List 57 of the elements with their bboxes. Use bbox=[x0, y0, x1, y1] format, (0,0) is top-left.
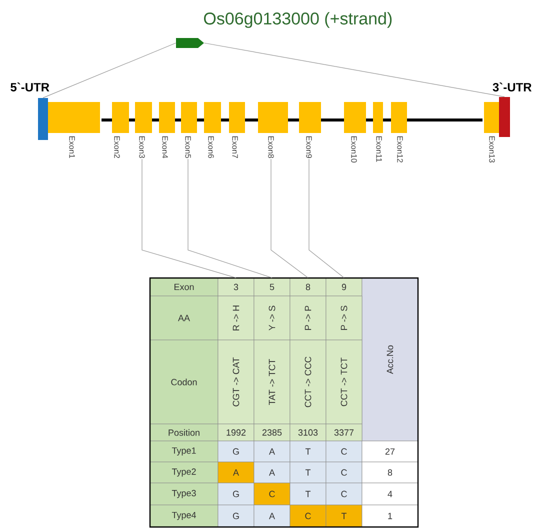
table-cell: 3103 bbox=[290, 424, 326, 442]
table-cell: C bbox=[290, 504, 326, 528]
leader-line bbox=[42, 42, 176, 98]
table-cell: 3 bbox=[218, 278, 254, 296]
connector-line bbox=[142, 158, 236, 278]
table-cell: 8 bbox=[362, 462, 418, 484]
table-cell: C bbox=[326, 440, 362, 462]
table-cell: C bbox=[254, 482, 290, 506]
exon-label: Exon10 bbox=[351, 136, 357, 163]
table-cell: Position bbox=[150, 424, 218, 442]
table-cell: A bbox=[254, 462, 290, 484]
table-cell: Type3 bbox=[150, 482, 218, 506]
table-cell: 27 bbox=[362, 440, 418, 462]
exon-label: Exon6 bbox=[208, 136, 214, 158]
exon-label: Exon7 bbox=[232, 136, 238, 158]
exon-label: Exon8 bbox=[268, 136, 274, 158]
table-cell: C bbox=[326, 482, 362, 506]
exon-label: Exon1 bbox=[69, 136, 75, 158]
table-cell: A bbox=[254, 504, 290, 528]
connector-line bbox=[270, 158, 308, 278]
table-cell: 8 bbox=[290, 278, 326, 296]
exon-label: Exon9 bbox=[306, 136, 312, 158]
table-cell: 5 bbox=[254, 278, 290, 296]
table-cell: C bbox=[326, 462, 362, 484]
exon-label: Exon3 bbox=[139, 136, 145, 158]
exon-label: Exon13 bbox=[489, 136, 495, 162]
table-cell: Type4 bbox=[150, 504, 218, 528]
table-cell: 1992 bbox=[218, 424, 254, 442]
table-cell: 2385 bbox=[254, 424, 290, 442]
table-cell: T bbox=[290, 440, 326, 462]
table-cell: Type2 bbox=[150, 462, 218, 484]
table-cell: Type1 bbox=[150, 440, 218, 462]
table-cell: 9 bbox=[326, 278, 362, 296]
leader-line bbox=[204, 42, 505, 98]
exon-label: Exon4 bbox=[162, 136, 168, 158]
utr-label: 5`-UTR bbox=[10, 82, 50, 92]
table-cell: A bbox=[254, 440, 290, 462]
exon-label: Exon2 bbox=[114, 136, 120, 158]
utr-label: 3`-UTR bbox=[492, 82, 532, 92]
exon-label: Exon5 bbox=[185, 136, 191, 158]
gene-title: Os06g0133000 (+strand) bbox=[204, 12, 392, 28]
table-cell: Exon bbox=[150, 278, 218, 296]
table-cell: T bbox=[290, 482, 326, 506]
table-cell: 1 bbox=[362, 504, 418, 528]
connector-line bbox=[308, 158, 344, 278]
connector-line bbox=[188, 158, 272, 278]
table-cell: T bbox=[290, 462, 326, 484]
exon-label: Exon12 bbox=[397, 136, 403, 162]
table-cell: A bbox=[218, 462, 254, 484]
table-cell: 3377 bbox=[326, 424, 362, 442]
exon-label: Exon11 bbox=[376, 136, 382, 162]
table-cell: Acc.No bbox=[362, 278, 418, 442]
table-cell: G bbox=[218, 504, 254, 528]
table-cell: G bbox=[218, 440, 254, 462]
table-cell: T bbox=[326, 504, 362, 528]
table-cell: 4 bbox=[362, 482, 418, 506]
table-cell: G bbox=[218, 482, 254, 506]
